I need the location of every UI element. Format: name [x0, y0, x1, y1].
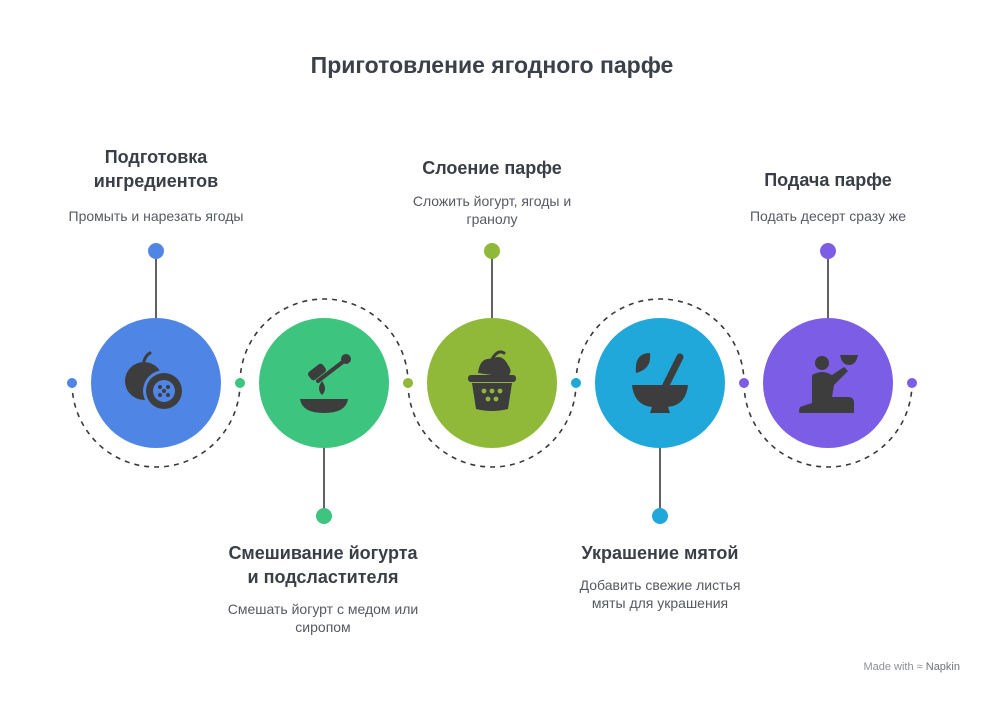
dashed-connector-arc — [743, 382, 913, 468]
person-body — [799, 367, 854, 413]
basket-hole — [485, 396, 491, 402]
basket-leaf — [490, 350, 506, 361]
bowl — [300, 399, 348, 413]
fruit-stem — [142, 351, 152, 363]
step-1-description: Промыть и нарезать ягоды — [68, 208, 244, 224]
step-circle — [595, 318, 725, 448]
dashed-connector-arc — [71, 382, 241, 468]
step-5-description: Подать десерт сразу же — [749, 208, 907, 224]
fruit-seed — [162, 389, 166, 393]
step-pin-dot — [484, 243, 500, 259]
made-with-napkin-footer: Made with ≈ Napkin — [863, 661, 960, 673]
dipper-knob — [341, 354, 351, 364]
fruit-basket-icon — [468, 350, 516, 411]
napkin-logo-icon: ≈ — [916, 661, 923, 673]
step-circle — [259, 318, 389, 448]
mint-leaf — [635, 353, 651, 373]
fruit-seed — [158, 385, 162, 389]
step-pin-dot — [652, 508, 668, 524]
honey-drop — [319, 381, 325, 395]
serving-person-icon — [799, 355, 858, 413]
dashed-connector-arc — [575, 298, 745, 384]
basket-fruit — [478, 357, 511, 377]
basket-hole — [493, 396, 499, 402]
connector-dot — [67, 378, 77, 388]
step-5-title: Подача парфе — [764, 170, 892, 190]
connector-dot — [571, 378, 581, 388]
basket-hole — [497, 388, 503, 394]
step-pin-dot — [316, 508, 332, 524]
step-2-title: Смешивание йогурта и подсластителя — [228, 543, 418, 587]
connector-dot — [739, 378, 749, 388]
step-pin-dot — [148, 243, 164, 259]
diagram-title: Приготовление ягодного парфе — [310, 52, 674, 78]
connector-dot — [403, 378, 413, 388]
fruit-seed — [166, 385, 170, 389]
step-3-description: Сложить йогурт, ягоды и гранолу — [412, 193, 572, 227]
mortar-pestle-icon — [632, 353, 688, 413]
step-3-title: Слоение парфе — [422, 158, 562, 178]
step-pin-dot — [820, 243, 836, 259]
passion-fruit-icon — [125, 351, 185, 412]
footer-brand: Napkin — [925, 661, 960, 673]
fruit-seed — [166, 393, 170, 397]
dipper-head — [308, 363, 326, 381]
dashed-connector-arc — [407, 382, 577, 468]
step-4-title: Украшение мятой — [581, 543, 739, 563]
basket-rim — [468, 375, 516, 382]
basket-hole — [489, 388, 495, 394]
serving-bowl — [840, 355, 858, 365]
connector-dot — [235, 378, 245, 388]
fruit-seed — [158, 393, 162, 397]
footer-made-with: Made with — [863, 661, 914, 673]
dipper-handle — [316, 359, 346, 383]
basket-hole — [481, 388, 487, 394]
person-head — [815, 356, 829, 370]
mortar-bowl — [632, 385, 688, 413]
step-1-title: Подготовка ингредиентов — [93, 147, 219, 191]
honey-dipper-icon — [300, 354, 351, 413]
step-2-description: Смешать йогурт с медом или сиропом — [227, 601, 419, 635]
dashed-connector-arc — [239, 298, 409, 384]
basket-body — [472, 383, 512, 411]
step-4-description: Добавить свежие листья мяты для украшени… — [579, 577, 741, 611]
connector-dot — [907, 378, 917, 388]
pestle — [662, 353, 684, 389]
